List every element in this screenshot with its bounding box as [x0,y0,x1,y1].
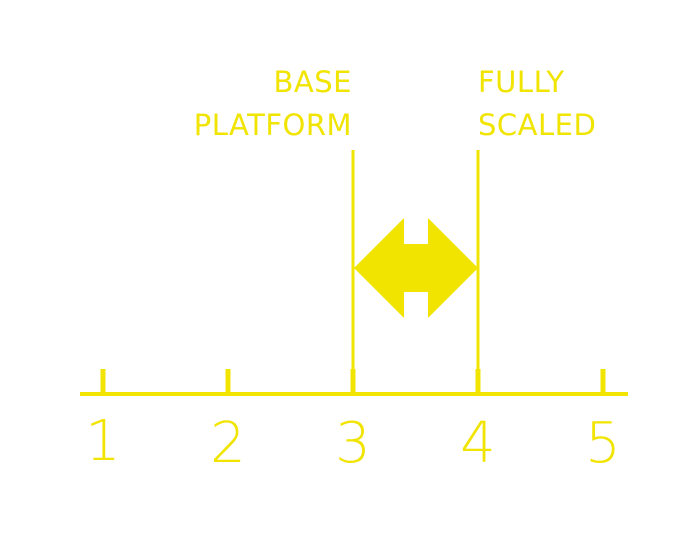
fully-scaled-label-line1: FULLY [478,65,565,99]
double-headed-arrow-icon [354,218,478,318]
tick-label-5: 5 [585,411,621,476]
base-platform-label-line2: PLATFORM [194,108,352,142]
tick-label-4: 4 [460,411,496,476]
fully-scaled-label-line2: SCALED [478,108,596,142]
tick-label-2: 2 [210,411,246,476]
tick-label-3: 3 [335,411,371,476]
tick-label-1: 1 [85,409,121,474]
base-platform-label-line1: BASE [274,65,352,99]
